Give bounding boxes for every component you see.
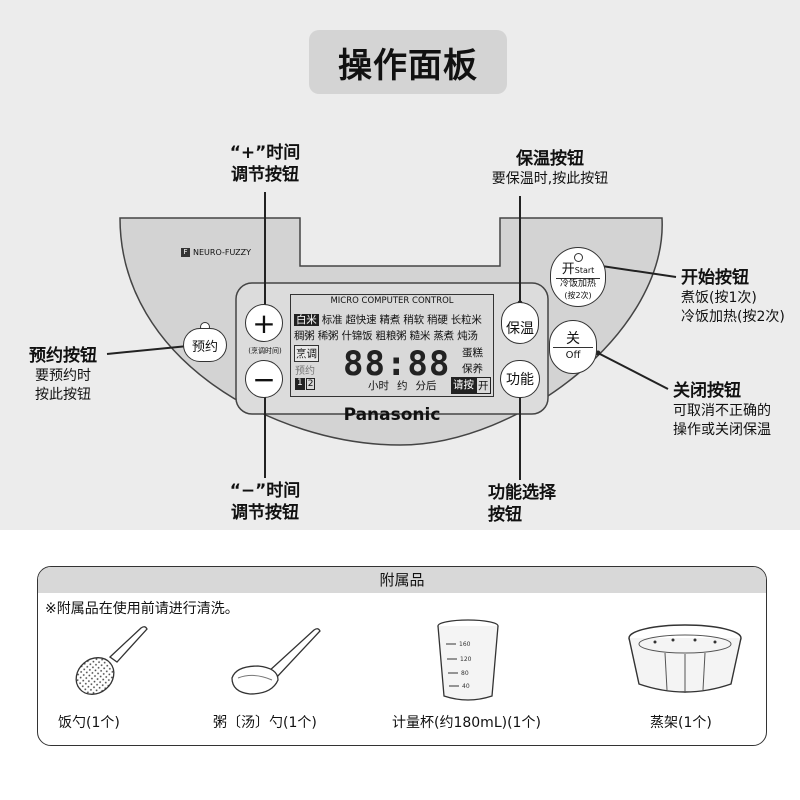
accessory-label-basket: 蒸架(1个) [650,715,712,731]
minus-time-button[interactable]: − [245,360,283,398]
lcd-header: MICRO COMPUTER CONTROL [330,296,454,306]
off-callout-line [597,352,669,390]
reserve-indicator: 预约 [295,366,315,377]
cup-mark-160: 160 [459,641,471,648]
brand-logo: Panasonic [343,405,441,425]
start-button[interactable]: 开Start 冷饭加热 (按2次) [550,247,606,307]
mode-indicators: 1 2 [295,378,316,390]
cup-mark-40: 40 [462,683,470,690]
accessories-box [37,566,767,746]
keepwarm-callout: 保温按钮 要保温时,按此按钮 [491,149,609,187]
off-button[interactable]: 关 Off [549,320,597,374]
time-adjust-label: (烹调时间) [248,347,282,355]
time-unit-row: 小时 约 分后 [368,380,437,392]
steam-basket-icon [628,624,742,693]
reserve-button[interactable]: 预约 [183,328,227,362]
accessories-note: ※附属品在使用前请进行清洗。 [45,601,239,617]
accessory-label-paddle: 饭勺(1个) [58,715,120,731]
rice-paddle-icon [75,626,148,695]
start-indicator-light [573,253,583,262]
minus-callout: “−”时间 调节按钮 [229,481,301,523]
menu-row-2: 稠粥 稀粥 什锦饭 粗粮粥 糙米 蒸煮 炖汤 [294,330,478,342]
soup-ladle-icon [231,628,321,695]
menu-row-1: 白米 标准 超快速 精煮 稍软 稍硬 长粒米 [294,314,482,326]
cook-indicator: 烹调 [294,345,319,362]
plus-callout: “+”时间 调节按钮 [229,143,301,185]
accessory-label-cup: 计量杯(约180mL)(1个) [392,715,541,731]
neuro-fuzzy-logo: F NEURO-FUZZY [181,248,251,257]
start-callout-line [594,264,677,278]
menu-maintenance: 保养 [462,363,483,375]
plus-time-button[interactable]: + [245,304,283,342]
menu-cake: 蛋糕 [462,347,483,359]
fuzzy-f-icon: F [181,248,190,257]
page-title: 操作面板 [309,30,507,94]
lcd-display: MICRO COMPUTER CONTROL 白米 标准 超快速 精煮 稍软 稍… [290,294,494,397]
function-button[interactable]: 功能 [500,360,540,398]
time-digits: 88:88 [343,344,451,384]
measuring-cup-icon: 160 120 80 40 [437,619,499,701]
cooker-panel-illustration [106,192,677,480]
accessories-title: 附属品 [38,567,766,593]
cup-mark-120: 120 [460,656,472,663]
off-callout: 关闭按钮 可取消不正确的 操作或关闭保温 [673,381,771,438]
keepwarm-button[interactable]: 保温 [501,302,539,344]
function-callout: 功能选择 按钮 [488,483,556,525]
cup-mark-80: 80 [461,670,469,677]
accessory-label-ladle: 粥〔汤〕勺(1个) [213,715,317,731]
start-callout: 开始按钮 煮饭(按1次) 冷饭加热(按2次) [681,268,785,325]
reserve-callout-line [106,345,189,355]
reserve-callout: 预约按钮 要预约时 按此按钮 [29,346,97,403]
press-open-indicator: 请按 开 [451,377,491,394]
menu-white-rice: 白米 [294,314,319,326]
